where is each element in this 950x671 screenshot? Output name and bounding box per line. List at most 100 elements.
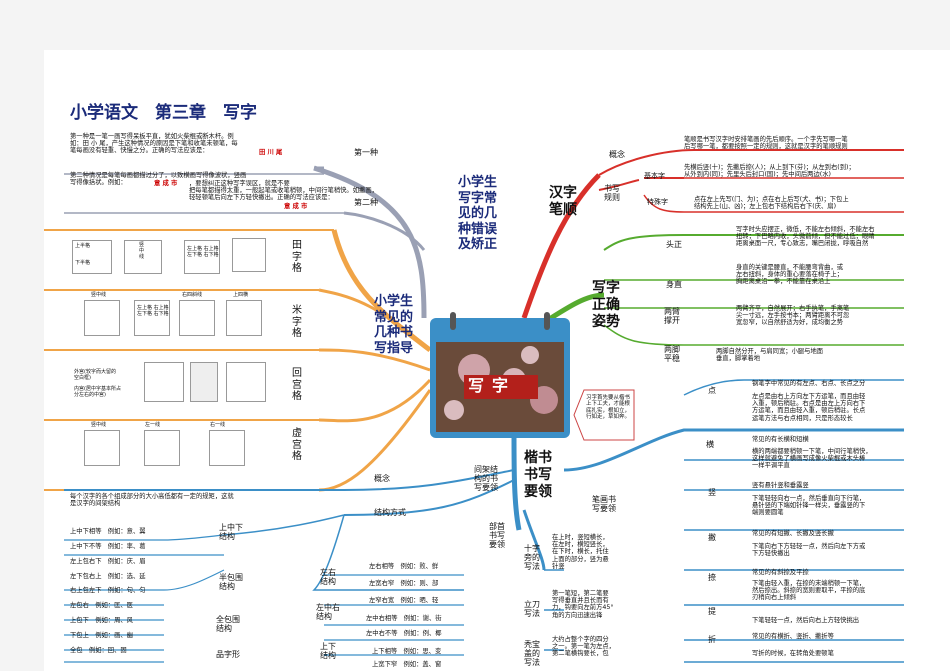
frame-group-3-item-3: 下包上 例如：画、幽 (70, 632, 133, 639)
radical-3-text: 大约占整个字的四分 之一。第一笔为左点， 第二笔横钩要长，包 (552, 636, 615, 658)
frame-group-2-item-3: 右上包左下 例如：句、匀 (70, 587, 146, 594)
grid-xu-label: 虚 宫 格 (292, 428, 302, 462)
frame-lmr-item-1: 左中右相等 例如：谢、街 (366, 615, 442, 622)
order-concept-label: 概念 (609, 150, 625, 159)
hub-order: 汉字 笔顺 (549, 185, 577, 218)
hui-person-figure-1 (190, 362, 218, 402)
hui-grid-figure (144, 362, 184, 402)
hui-person-figure-2 (226, 362, 266, 402)
stroke-5-head: 常见的有斜捺及平捺 (752, 569, 809, 576)
frame-ud-item-2: 上宽下窄 例如：盖、窗 (372, 661, 442, 668)
callout-text: 习字首先要从楷书 上下工夫，才能根 底扎实，根如立， 行如走，草如奔。 (586, 395, 631, 420)
frame-lr-item-1: 左右相等 例如：败、鲜 (369, 563, 439, 570)
posture-feet-text: 两脚自然分开，与肩同宽；小腿与地面 垂直，脚掌着地 (716, 348, 824, 363)
mi-grid-figure-1: 竖中线 (84, 292, 120, 336)
frame-group-2-item-2: 左下包右上 例如：选、延 (70, 573, 146, 580)
frame-ud-item-1: 上下相等 例如：思、变 (372, 648, 442, 655)
grid-tian-label: 田 字 格 (292, 240, 302, 274)
branch-kaishu-line (511, 434, 522, 531)
stroke-7-text: 写折的时候，在转角处要顿笔 (752, 650, 834, 657)
branch-errors-line (313, 165, 427, 319)
stroke-3-label: 竖 (708, 488, 716, 497)
frame-concept-label: 概念 (374, 474, 390, 483)
branch-lines (44, 149, 904, 663)
error-second-label: 第二种 (354, 198, 378, 207)
order-basic-label: 基本字 (644, 172, 665, 180)
frame-group-4-item-1: 全包 例如：回、固 (70, 647, 127, 654)
posture-body-label: 身直 (666, 280, 682, 289)
radical-2-text: 第一笔短，第二笔要 写得垂直并且长而有 力，钩要向左前方45° 角的方向迅速出锋 (552, 590, 614, 619)
stroke-2-head: 常见的有长横和短横 (752, 436, 809, 443)
radical-hub: 部首 书写 要领 (489, 522, 505, 550)
error-first-label: 第一种 (354, 148, 378, 157)
frame-lmr-label: 左中右 结构 (316, 603, 340, 622)
error-first-text: 第一种是一笔一画写得呆板平直，犹如火柴棍或断木杆。例 如：田 小 尾，产生这种情… (70, 133, 238, 155)
error-second-text: 第二种情况是每笔每画都描过分了，以致横画写得像波状，竖画 写得像括状。例如： (70, 172, 247, 187)
frame-lr-label: 左右 结构 (320, 568, 336, 587)
stroke-2-label: 横 (706, 440, 714, 449)
posture-arms-label: 两臂 撑开 (664, 307, 680, 326)
stroke-1-head: 钢笔字中常见的有左点、右点、长点之分 (752, 380, 866, 387)
hub-kaishu: 楷书 书写 要领 (524, 450, 552, 500)
frame-group-3-item-2: 上包下 例如：周、风 (70, 617, 133, 624)
mind-map-page: 小学语文 第三章 写字 小学生 写字常 见的几 种错误 及矫正 第一种 第一种是… (44, 50, 950, 671)
posture-head-text: 写字时头应摆正，微低，不能左右倾斜，不能左右 扭转；下巴略内收，头微前倾，但不能… (736, 226, 875, 248)
stroke-7-label: 折 (708, 635, 716, 644)
frame-group-2-item-1: 左上包右下 例如：庆、眉 (70, 558, 146, 565)
order-special-label: 特殊字 (647, 198, 668, 206)
hub-posture: 写字 正确 姿势 (592, 280, 620, 330)
posture-arms-text: 两臂齐平，自然展开；右手执笔，手离笔 尖一寸远，左手按书本；两臂距离不可忽 宽忽… (736, 305, 850, 327)
branch-order-line (521, 173, 601, 319)
frame-group-1-label: 上中下 结构 (219, 523, 243, 542)
stroke-4-label: 撇 (708, 533, 716, 542)
order-basic-text: 先横后竖(十)；先撇后捺(人)；从上到下(芬)；从左到右(到)； 从外到内(同)… (684, 164, 855, 179)
stroke-3-head: 竖有悬针竖和垂露竖 (752, 482, 809, 489)
frame-ud-label: 上下 结构 (320, 642, 336, 661)
radical-3-label: 秃宝 盖的 写法 (524, 640, 540, 668)
xu-grid-figure-1: 竖中线 (84, 422, 120, 466)
hui-label-1: 外宫(较字而大留的 空白框) (74, 369, 116, 381)
hub-errors: 小学生 写字常 见的几 种错误 及矫正 (458, 175, 498, 253)
mi-grid-figure-4: 上四横 (226, 292, 262, 336)
frame-hub: 间架结 构的书 写要领 (474, 465, 498, 493)
frame-group-1-item-2: 上中下不等 例如：率、葛 (70, 543, 146, 550)
error-second-example-good: 意 成 市 (284, 203, 308, 210)
stroke-5-label: 捺 (708, 573, 716, 582)
frame-group-4-label: 品字形 (216, 650, 240, 659)
error-second-text2: ，要想纠正这种写字误区，就是不要 把每笔都描得太重，一般起笔或收笔稍顿，中间行笔… (189, 180, 378, 202)
posture-head-label: 头正 (666, 240, 682, 249)
order-concept-text: 笔顺是书写汉字时安排笔画的先后顺序。一个字先写哪一笔 后写哪一笔，都要按照一定的… (684, 136, 848, 151)
center-node (430, 312, 570, 438)
posture-body-text: 身直的关键是腰直，不能腰弯背曲，或 左右扭斜，身体的重心要落在椅子上； 胸距离桌… (736, 264, 844, 286)
xu-grid-figure-2: 左一线 (144, 422, 180, 466)
stroke-hub: 笔画书 写要领 (592, 495, 616, 514)
order-rules-label: 书写 规则 (604, 184, 620, 203)
xu-grid-figure-3: 右一线 (209, 422, 245, 466)
grid-hui-label: 回 宫 格 (292, 368, 302, 402)
error-first-example: 田 川 尾 (259, 149, 283, 156)
stroke-2-text: 横的两端都要稍顿一下笔，中间行笔稍快， 这样就避免了横画写成像火柴棍或木头棒 一… (752, 448, 872, 470)
stroke-6-head: 下笔轻轻一点，然后向右上方轻快挑出 (752, 617, 860, 624)
stroke-3-text: 下笔轻轻向右一点，然后垂直向下行笔， 悬针竖的下端如针锋一样尖，垂露竖的下 端则… (752, 495, 866, 517)
hui-label-2: 内宫(居中字基本所占 分左右的中宫) (74, 386, 121, 398)
tian-grid-figure-3: 左上格 右上格 左下格 右下格 (184, 240, 220, 274)
frame-concept-text: 每个汉字的各个组成部分的大小高低都有一定的规矩，这就 是汉字的间架结构 (70, 493, 234, 508)
radical-2-label: 立刀 写法 (524, 600, 540, 619)
frame-lr-item-2: 左宽右窄 例如：则、部 (369, 580, 439, 587)
stroke-4-text: 下笔向右下方轻轻一点，然后向左下方或 下方轻快撇出 (752, 543, 866, 558)
hub-grid: 小学生 常见的 几种书 写指导 (374, 294, 414, 356)
mi-grid-figure-3: 右四斜线 (179, 292, 215, 336)
error-second-example-bad: 意 成 市 (154, 180, 178, 187)
tian-grid-figure-4 (232, 238, 266, 272)
tian-grid-figure-2: 竖 中 线 (124, 240, 162, 274)
frame-group-3-label: 全包围 结构 (216, 615, 240, 634)
stroke-5-text: 下笔由轻入重，在捺的末端稍顿一下笔， 然后捺出。斜捺的宽则要取平，平捺的底 刃稍… (752, 580, 866, 602)
frame-mode-label: 结构方式 (374, 508, 406, 517)
page-title: 小学语文 第三章 写字 (70, 103, 257, 123)
frame-group-1-item-1: 上中下相等 例如：意、翼 (70, 528, 146, 535)
posture-feet-label: 两脚 平稳 (664, 345, 680, 364)
stroke-6-label: 提 (708, 607, 716, 616)
order-special-text: 点在左上先写(门、为)；点在右上后写(犬、书)；下包上 结构先上(山、凶)；左上… (694, 196, 849, 211)
frame-lr-item-3: 左窄右宽 例如：晒、轻 (369, 597, 439, 604)
stroke-4-head: 常见的有短撇、长撇及竖长撇 (752, 530, 834, 537)
